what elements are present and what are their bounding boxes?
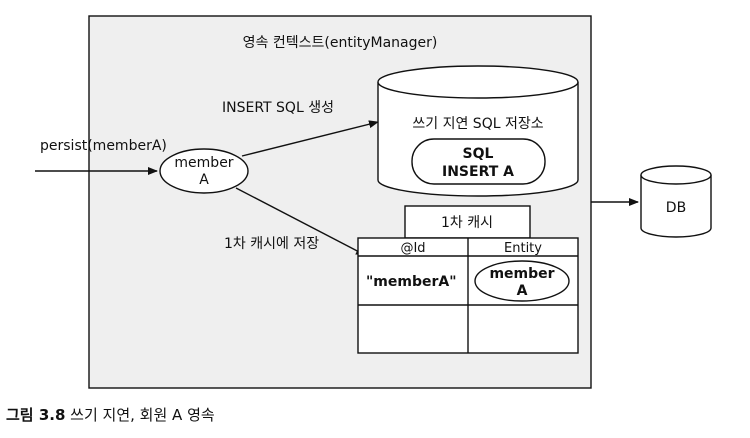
sql-item-line2: INSERT A [442,164,514,180]
member-entity-line1: member [174,155,233,171]
member-entity-ellipse [159,148,249,194]
cache-row-entity-line1: member [489,266,554,282]
member-entity-line2: A [199,172,209,188]
cache-header-id: @Id [400,241,425,256]
sql-item-pill [411,138,546,185]
cache-title-tab [404,205,531,239]
insert-sql-label: INSERT SQL 생성 [222,100,334,116]
cache-row-entity-ellipse [474,260,570,302]
db-cylinder [640,165,712,238]
insert-sql-arrow [241,120,379,157]
cache-row-entity-line2: A [517,283,528,299]
cache-save-arrow [235,187,366,256]
sql-item-line1: SQL [463,146,494,162]
cache-save-label: 1차 캐시에 저장 [224,236,319,252]
sql-store-title: 쓰기 지연 SQL 저장소 [412,116,543,132]
persistence-context-title: 영속 컨텍스트(entityManager) [243,35,438,51]
figure-caption: 그림 3.8 쓰기 지연, 회원 A 영속 [6,404,215,425]
figure-number: 그림 3.8 [6,406,66,424]
figure-caption-text: 쓰기 지연, 회원 A 영속 [65,406,215,424]
cache-header-entity: Entity [504,241,542,256]
cache-row-id: "memberA" [366,274,457,290]
cache-title: 1차 캐시 [441,215,493,231]
persist-call-label: persist(memberA) [40,138,167,154]
db-label: DB [666,200,686,216]
